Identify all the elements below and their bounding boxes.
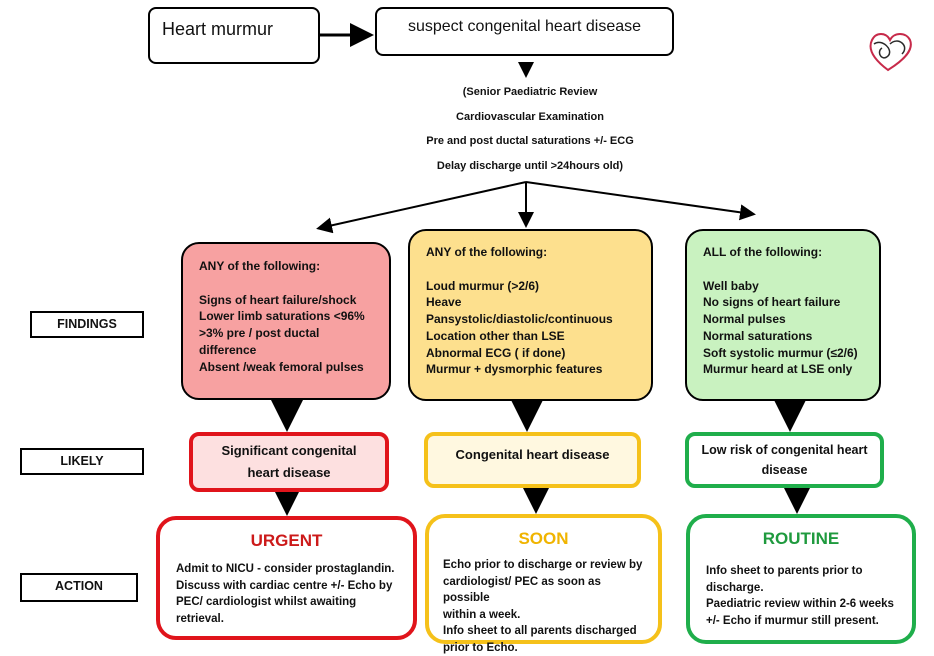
- finding-item: Loud murmur (>2/6): [426, 278, 639, 295]
- finding-item: Murmur heard at LSE only: [703, 361, 867, 378]
- finding-item: Signs of heart failure/shock: [199, 292, 377, 309]
- finding-item: Abnormal ECG ( if done): [426, 345, 639, 362]
- likely-soon-text: Congenital heart disease: [456, 444, 610, 466]
- heart-murmur-label: Heart murmur: [162, 19, 273, 39]
- finding-item: Lower limb saturations <96%: [199, 308, 377, 325]
- finding-item: Absent /weak femoral pulses: [199, 359, 377, 376]
- findings-soon-box: ANY of the following: Loud murmur (>2/6)…: [408, 229, 653, 401]
- findings-heading: ANY of the following:: [426, 244, 639, 261]
- action-routine-box: ROUTINE Info sheet to parents prior to d…: [686, 514, 916, 644]
- suspect-chd-label: suspect congenital heart disease: [408, 18, 641, 35]
- review-line: Pre and post ductal saturations +/- ECG: [420, 129, 640, 154]
- heart-murmur-box: Heart murmur: [148, 7, 320, 64]
- findings-heading: ALL of the following:: [703, 244, 867, 261]
- arrow-review-to-urgent: [320, 182, 526, 228]
- review-line: (Senior Paediatric Review: [420, 80, 640, 105]
- finding-item: >3% pre / post ductal: [199, 325, 377, 342]
- action-line: PEC/ cardiologist whilst awaiting: [176, 594, 401, 611]
- finding-item: Heave: [426, 294, 639, 311]
- action-urgent-box: URGENT Admit to NICU - consider prostagl…: [156, 516, 417, 640]
- action-line: prior to Echo.: [443, 640, 646, 656]
- row-label-findings: FINDINGS: [30, 311, 144, 338]
- row-label-action-text: ACTION: [55, 579, 103, 593]
- action-line: +/- Echo if murmur still present.: [706, 613, 900, 630]
- review-line: Delay discharge until >24hours old): [420, 154, 640, 179]
- review-line: Cardiovascular Examination: [420, 105, 640, 130]
- action-line: within a week.: [443, 607, 646, 624]
- row-label-likely: LIKELY: [20, 448, 144, 475]
- finding-item: Murmur + dysmorphic features: [426, 361, 639, 378]
- suspect-chd-box: suspect congenital heart disease: [375, 7, 674, 56]
- findings-heading: ANY of the following:: [199, 258, 377, 275]
- row-label-likely-text: LIKELY: [60, 454, 103, 468]
- action-line: Echo prior to discharge or review by: [443, 557, 646, 574]
- action-soon-box: SOON Echo prior to discharge or review b…: [425, 514, 662, 644]
- finding-item: Location other than LSE: [426, 328, 639, 345]
- likely-soon-box: Congenital heart disease: [424, 432, 641, 488]
- action-routine-title: ROUTINE: [690, 529, 912, 549]
- findings-routine-box: ALL of the following: Well baby No signs…: [685, 229, 881, 401]
- action-line: Info sheet to all parents discharged: [443, 623, 646, 640]
- action-line: retrieval.: [176, 611, 401, 628]
- likely-routine-text: Low risk of congenital heart disease: [689, 440, 880, 480]
- finding-item: Well baby: [703, 278, 867, 295]
- likely-urgent-text: Significant congenital heart disease: [214, 440, 364, 484]
- action-line: Discuss with cardiac centre +/- Echo by: [176, 578, 401, 595]
- findings-urgent-box: ANY of the following: Signs of heart fai…: [181, 242, 391, 400]
- action-soon-title: SOON: [429, 529, 658, 549]
- action-line: cardiologist/ PEC as soon as possible: [443, 574, 646, 607]
- row-label-action: ACTION: [20, 573, 138, 602]
- action-urgent-title: URGENT: [160, 531, 413, 551]
- action-line: Admit to NICU - consider prostaglandin.: [176, 561, 401, 578]
- finding-item: difference: [199, 342, 377, 359]
- action-line: discharge.: [706, 580, 900, 597]
- heart-logo-icon: [871, 34, 911, 70]
- arrow-review-to-routine: [526, 182, 752, 214]
- likely-routine-box: Low risk of congenital heart disease: [685, 432, 884, 488]
- senior-review-text: (Senior Paediatric Review Cardiovascular…: [420, 80, 640, 178]
- row-label-findings-text: FINDINGS: [57, 317, 117, 331]
- likely-urgent-box: Significant congenital heart disease: [189, 432, 389, 492]
- action-line: Info sheet to parents prior to: [706, 563, 900, 580]
- finding-item: Normal saturations: [703, 328, 867, 345]
- finding-item: Pansystolic/diastolic/continuous: [426, 311, 639, 328]
- finding-item: Soft systolic murmur (≤2/6): [703, 345, 867, 362]
- action-line: Paediatric review within 2-6 weeks: [706, 596, 900, 613]
- finding-item: Normal pulses: [703, 311, 867, 328]
- finding-item: No signs of heart failure: [703, 294, 867, 311]
